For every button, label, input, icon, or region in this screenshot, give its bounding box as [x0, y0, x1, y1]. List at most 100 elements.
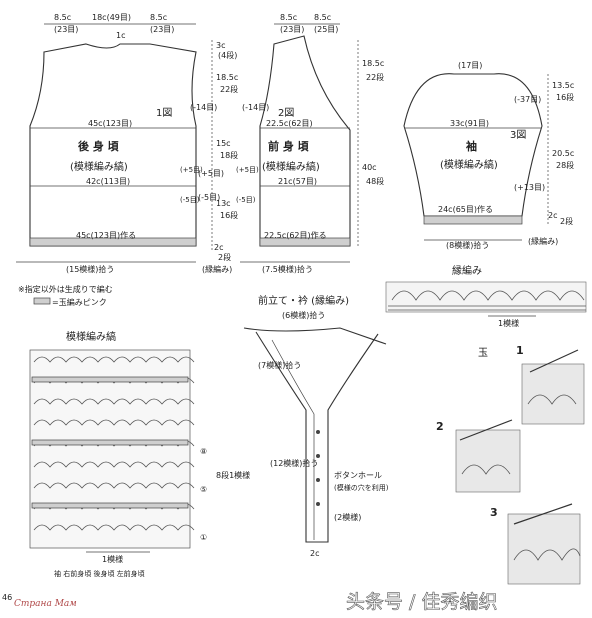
- front-edge-label: (縁編み): [202, 264, 232, 274]
- svg-text:(-37目): (-37目): [514, 95, 541, 104]
- pattern-row-line: [33, 524, 195, 531]
- pattern-title: 模様編み縞: [66, 330, 116, 343]
- pattern-bottom-repeat: 1模様: [102, 554, 123, 564]
- svg-text:(+5目): (+5目): [180, 166, 203, 174]
- pattern-row-line: [33, 461, 195, 468]
- step-title: 玉: [478, 348, 488, 359]
- svg-text:15c: 15c: [216, 139, 231, 148]
- svg-text:3: 3: [490, 506, 498, 519]
- back-neck-width: 18c(49目): [92, 13, 131, 22]
- svg-text:13c: 13c: [216, 199, 231, 208]
- svg-text:(+13目): (+13目): [514, 183, 545, 192]
- note-pink-bobble: =玉編みピンク: [52, 297, 107, 307]
- back-body-outline: [29, 43, 197, 247]
- watermark: 头条号 / 佳秀编织: [346, 591, 497, 613]
- svg-text:2c: 2c: [214, 243, 224, 252]
- pattern-row-1: ①: [200, 533, 207, 542]
- svg-text:40c: 40c: [362, 163, 377, 172]
- collar-pickup-top: (6模様)拾う: [282, 310, 325, 320]
- front-body-outline: [259, 35, 351, 247]
- step-1-illustration: 1: [516, 344, 585, 425]
- collar-pickup-front: (12模様)拾う: [270, 458, 318, 468]
- back-width-upper: 45c(123目): [88, 119, 132, 128]
- site-logo-text: Страна Мам: [14, 599, 77, 609]
- back-hem-band: [29, 237, 197, 247]
- back-width-mid: 42c(113目): [86, 177, 130, 186]
- front-figure-label: 2図: [278, 107, 294, 119]
- collar-width: 2c: [310, 549, 320, 558]
- buttonhole-label: ボタンホール: [334, 471, 382, 480]
- pattern-row-line: [33, 419, 195, 426]
- front-subtitle: (模様編み縞): [262, 160, 320, 173]
- collar-outline: [243, 327, 387, 543]
- page-number: 46: [2, 593, 12, 602]
- svg-text:(25目): (25目): [314, 25, 338, 34]
- front-title: 前 身 頃: [268, 139, 310, 153]
- front-hem-band: [259, 237, 351, 247]
- back-shoulder-left: 8.5c: [54, 13, 71, 22]
- pink-bobble-row: [31, 376, 189, 383]
- svg-text:2c: 2c: [548, 211, 558, 220]
- back-neck-depth: 1c: [116, 31, 126, 40]
- step-3-illustration: 3: [490, 503, 581, 585]
- front-width-mid: 21c(57目): [278, 177, 317, 186]
- legend-notes: ※指定以外は生成りで編む =玉編みピンク: [18, 284, 113, 307]
- collar-front-band-schematic: 前立て・衿 (縁編み) (6模様)拾う (7模様)拾う (12模様)拾う ボタン…: [243, 294, 389, 558]
- sleeve-title: 袖: [466, 139, 477, 153]
- back-figure-label: 1図: [156, 107, 172, 119]
- sleeve-top-stitches: (17目): [458, 61, 482, 70]
- edging-repeat: 1模様: [498, 318, 519, 328]
- step-2-illustration: 2: [436, 419, 521, 493]
- buttonhole-note: (模様の穴を利用): [334, 483, 389, 492]
- collar-pickup-bottom: (2模様): [334, 512, 361, 522]
- sleeve-outline: [403, 73, 543, 217]
- pattern-row-line: [33, 482, 195, 489]
- edging-chart: 縁編み 1模様: [385, 264, 587, 328]
- svg-text:(-5目): (-5目): [198, 193, 220, 202]
- svg-text:(-14目): (-14目): [242, 103, 269, 112]
- pattern-row-line: [33, 398, 195, 405]
- svg-text:18段: 18段: [220, 150, 238, 160]
- svg-text:(+5目): (+5目): [236, 166, 259, 174]
- bobble-stitch-steps: 玉 1 2 3: [436, 344, 585, 585]
- svg-text:(23目): (23目): [54, 25, 78, 34]
- sleeve-bottom-pickup: (8模様)拾う: [446, 240, 489, 250]
- pattern-row-line: [33, 356, 195, 363]
- svg-text:2段: 2段: [218, 252, 231, 262]
- front-body-schematic: 8.5c (23目) 8.5c (25目) 18.5c 22段 40c 48段 …: [202, 13, 384, 274]
- note-color: ※指定以外は生成りで編む: [18, 284, 113, 294]
- pattern-footer: 袖 右前身頃 後身頃 左前身頃: [54, 569, 145, 578]
- sleeve-edge-label: (縁編み): [528, 236, 558, 246]
- pink-bobble-swatch: [33, 297, 51, 305]
- back-shoulder-right: 8.5c: [150, 13, 167, 22]
- front-cast-on: 22.5c(62目)作る: [264, 230, 327, 240]
- svg-text:1: 1: [516, 344, 524, 357]
- svg-text:3c: 3c: [216, 41, 226, 50]
- pink-bobble-row: [31, 502, 189, 509]
- svg-text:48段: 48段: [366, 176, 384, 186]
- back-bottom-pickup: (15模様)拾う: [66, 264, 114, 274]
- sleeve-cast-on: 24c(65目)作る: [438, 204, 493, 214]
- front-shoulder: 8.5c: [280, 13, 297, 22]
- svg-text:13.5c: 13.5c: [552, 81, 574, 90]
- pattern-row-5: ⑤: [200, 485, 207, 494]
- svg-text:(-5目): (-5目): [180, 196, 200, 204]
- back-subtitle: (模様編み縞): [70, 160, 128, 173]
- svg-text:16段: 16段: [220, 210, 238, 220]
- sleeve-subtitle: (模様編み縞): [440, 158, 498, 171]
- pattern-repeat: 8段1模様: [216, 470, 250, 480]
- svg-text:(-5目): (-5目): [236, 196, 256, 204]
- back-cast-on: 45c(123目)作る: [76, 230, 136, 240]
- svg-text:2: 2: [436, 420, 444, 433]
- front-bottom-pickup: (7.5模様)拾う: [262, 264, 313, 274]
- svg-text:(4段): (4段): [218, 50, 237, 60]
- pink-bobble-row: [31, 439, 189, 446]
- sleeve-width: 33c(91目): [450, 119, 489, 128]
- stitch-pattern-chart: 模様編み縞 ⑧ ⑤ ① 8段1模様 1模様 袖 右前身頃 後身頃 左前身頃: [29, 330, 250, 578]
- svg-text:(23目): (23目): [280, 25, 304, 34]
- sleeve-schematic: (17目) 13.5c 16段 (-37目) 20.5c 28段 (+13目) …: [403, 61, 574, 250]
- collar-pickup-side: (7模様)拾う: [258, 360, 301, 370]
- front-neck: 8.5c: [314, 13, 331, 22]
- svg-text:(23目): (23目): [150, 25, 174, 34]
- svg-text:(-14目): (-14目): [190, 103, 217, 112]
